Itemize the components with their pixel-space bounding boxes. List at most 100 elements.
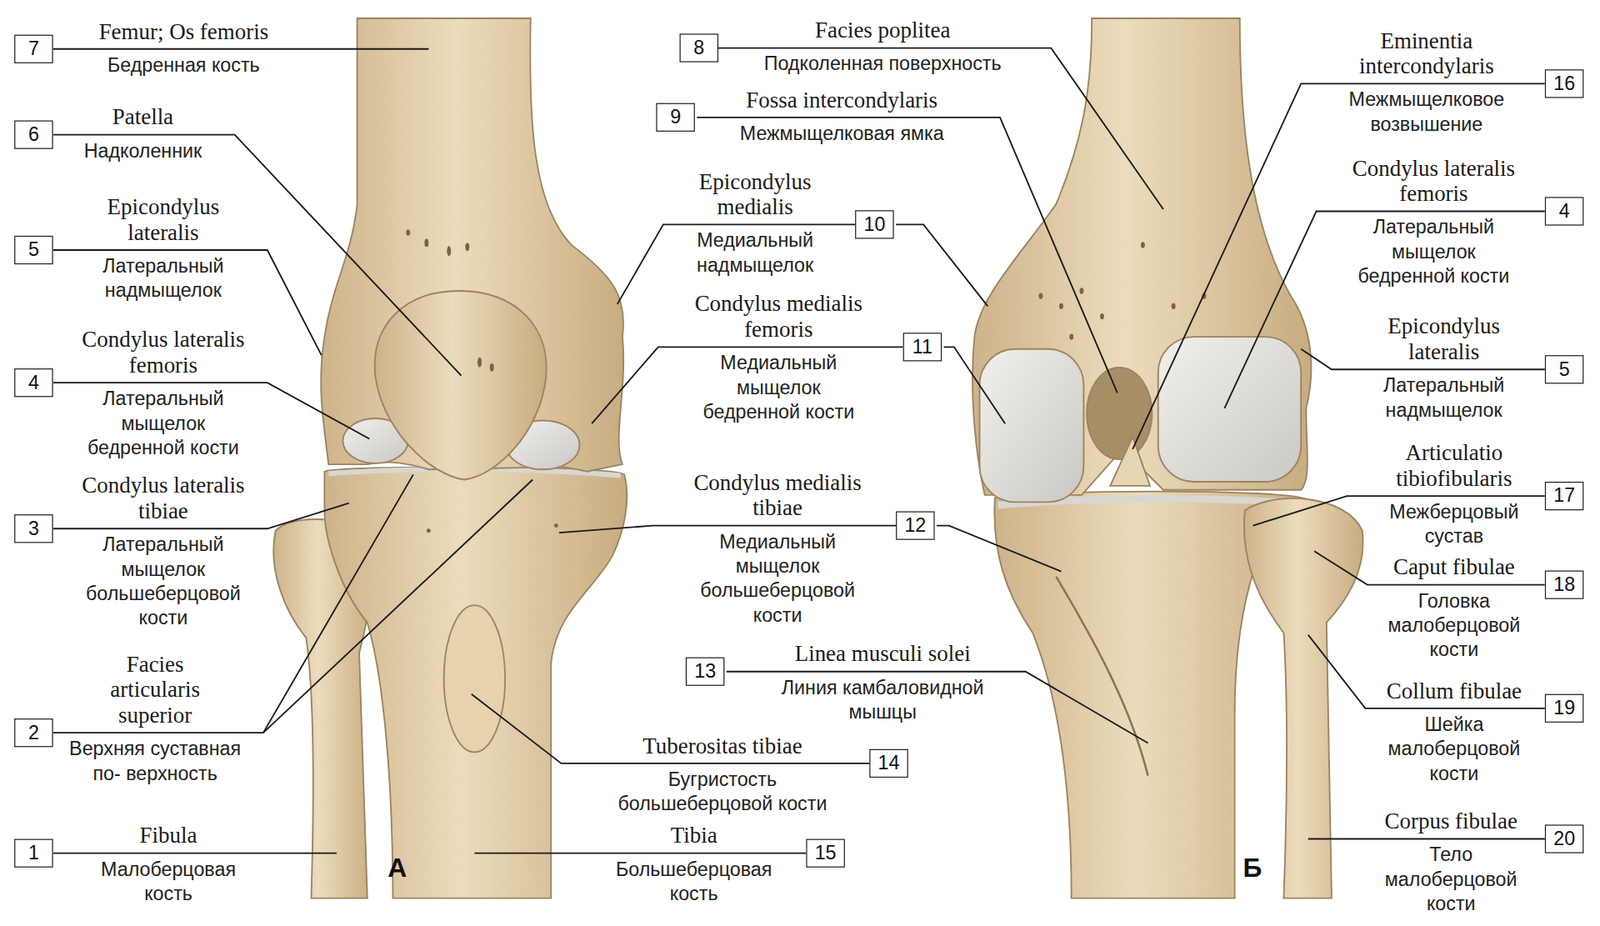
latin-term: Condylus medialis tibiae [675, 469, 880, 520]
callout-number-box: 12 [895, 510, 935, 540]
leader-line [53, 852, 337, 855]
callout-number-box: 18 [1545, 570, 1585, 599]
callout-number: 1 [28, 841, 40, 865]
leader-line [53, 503, 350, 530]
callout-number-box: 5 [14, 235, 54, 265]
russian-term: Латеральный мыщелок большеберцовой кости [64, 532, 264, 631]
fibula-bone [1244, 498, 1364, 899]
patella-bone [375, 290, 547, 480]
latin-term: Tuberositas tibiae [569, 732, 875, 759]
latin-term: Condylus medialis femoris [676, 290, 881, 342]
russian-term: Подколенная поверхность [719, 51, 1046, 76]
russian-term: Медиальный мыщелок бедренной кости [691, 350, 865, 425]
russian-term: Латеральный надмыщелок [81, 254, 245, 304]
latin-term: Caput fibulae [1351, 554, 1556, 580]
callout-number: 13 [694, 660, 716, 683]
latin-term: Epicondylus lateralis [86, 194, 240, 245]
callout-number-box: 4 [1545, 196, 1585, 225]
callout-number: 5 [1559, 358, 1570, 381]
callout-number-box: 5 [1545, 355, 1585, 384]
callout-number: 11 [912, 335, 933, 359]
leader-line [263, 480, 533, 734]
leader-line [53, 48, 430, 50]
russian-term: Большеберцовая кость [607, 857, 781, 907]
latin-term: Corpus fibulae [1349, 808, 1554, 835]
russian-term: Межмыщелковое возвышение [1335, 87, 1519, 137]
russian-term: Бедренная кость [30, 53, 337, 78]
bone-pores [405, 230, 558, 534]
callout-number: 17 [1553, 485, 1575, 508]
callout-number-box: 3 [14, 514, 54, 543]
russian-term: Медиальный надмыщелок [673, 228, 837, 278]
callout-number: 15 [815, 841, 837, 865]
callout-number-box: 7 [14, 35, 54, 64]
callout-number-box: 16 [1545, 69, 1585, 98]
leader-line [726, 671, 1149, 744]
leader-line [936, 525, 1061, 572]
russian-term: Медиальный мыщелок большеберцовой кости [680, 530, 875, 629]
leader-line [944, 346, 1005, 424]
latin-term: Collum fibulae [1351, 677, 1556, 704]
callout-number: 3 [28, 517, 40, 540]
callout-number: 4 [1559, 200, 1570, 223]
callout-number: 5 [28, 239, 40, 262]
callout-number-box: 2 [14, 718, 54, 747]
latin-term: Patella [40, 104, 245, 130]
callout-number-box: 11 [903, 332, 943, 361]
latin-term: Condylus lateralis femoris [66, 326, 261, 378]
latin-term: Linea musculi solei [719, 640, 1046, 667]
latin-term: Facies poplitea [719, 17, 1046, 44]
tibial-tuberosity [444, 605, 505, 752]
latin-term: Epicondylus lateralis [1367, 313, 1521, 365]
callout-number-box: 4 [14, 368, 54, 397]
callout-number: 10 [863, 213, 885, 236]
russian-term: Шейка малоберцовой кости [1377, 712, 1531, 786]
latin-term: Tibia [591, 822, 796, 849]
callout-number-box: 1 [14, 839, 54, 868]
latin-term: Fibula [66, 822, 271, 849]
intercondylar-eminence [1110, 436, 1150, 486]
leader-line [1132, 83, 1545, 449]
callout-number-box: 14 [869, 749, 909, 778]
leader-line [895, 224, 988, 306]
callout-number-box: 20 [1545, 824, 1585, 853]
callout-number: 7 [28, 37, 40, 60]
russian-term: Межмыщелковая ямка [678, 121, 1005, 146]
callout-number-box: 13 [685, 657, 725, 686]
intercondylar-fossa [1086, 367, 1152, 460]
callout-number-box: 17 [1545, 481, 1585, 510]
callout-number: 9 [670, 105, 681, 129]
callout-number: 19 [1553, 696, 1575, 720]
posterior-view [972, 18, 1364, 899]
callout-number-box: 9 [655, 103, 695, 132]
russian-term: Линия камбаловидной мышцы [750, 675, 1015, 725]
medial-condyle-cartilage [980, 349, 1085, 503]
bone-pores [1039, 241, 1207, 340]
russian-term: Тело малоберцовой кости [1374, 842, 1528, 916]
callout-number-box: 6 [14, 120, 54, 149]
callout-number-box: 10 [855, 210, 895, 239]
latin-term: Fossa intercondylaris [678, 86, 1005, 113]
latin-term: Facies articularis superior [83, 650, 226, 728]
latin-term: Condylus lateralis tibiae [66, 472, 261, 524]
panel-letter: А [387, 851, 407, 883]
russian-term: Бугристость большеберцовой кости [590, 767, 855, 817]
callout-number: 6 [28, 123, 40, 146]
latin-term: Eminentia intercondylaris [1330, 27, 1525, 79]
latin-term: Femur; Os femoris [30, 18, 337, 45]
callout-number-box: 19 [1545, 694, 1585, 723]
russian-term: Латеральный надмыщелок [1362, 373, 1526, 423]
soleal-line [1055, 576, 1148, 776]
anterior-view [273, 18, 627, 899]
lateral-condyle-cartilage [1158, 336, 1301, 482]
russian-term: Межберцовый сустав [1377, 500, 1531, 550]
callout-number-box: 8 [680, 33, 720, 62]
russian-term: Головка малоберцовой кости [1377, 589, 1531, 663]
latin-term: Epicondylus medialis [678, 168, 832, 220]
russian-term: Надколенник [40, 139, 245, 164]
callout-number: 20 [1553, 827, 1575, 850]
latin-term: Condylus lateralis femoris [1336, 155, 1531, 206]
russian-term: Латеральный мыщелок бедренной кости [1346, 215, 1520, 289]
callout-number: 2 [28, 721, 40, 745]
